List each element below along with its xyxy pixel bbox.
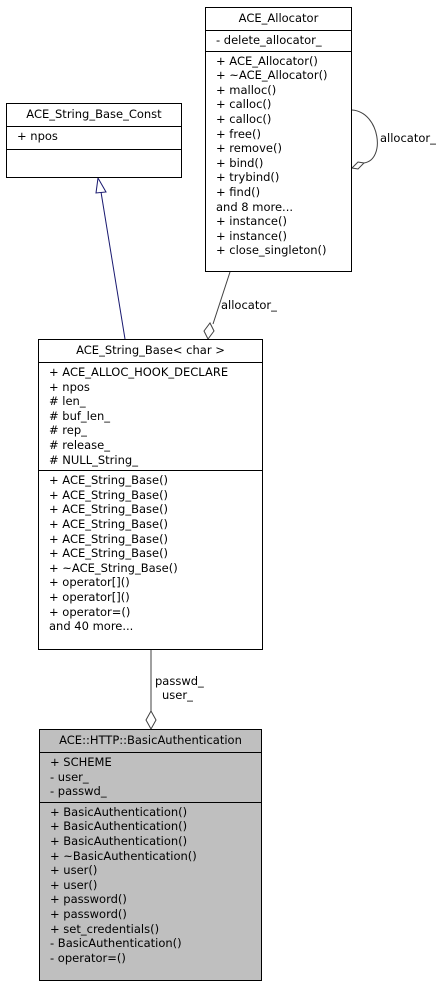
methods-section: + BasicAuthentication()+ BasicAuthentica… [40, 803, 261, 969]
method-item[interactable]: and 8 more... [216, 199, 294, 214]
self-association-edge [351, 109, 378, 164]
method-item[interactable]: + ACE_String_Base() [49, 546, 169, 561]
method-item[interactable]: + BasicAuthentication() [50, 804, 188, 819]
attribute-item[interactable]: # release_ [49, 437, 110, 452]
method-item[interactable]: + BasicAuthentication() [50, 833, 188, 848]
method-item[interactable]: + trybind() [216, 170, 280, 185]
method-item[interactable]: + BasicAuthentication() [50, 819, 188, 834]
method-item[interactable]: + user() [50, 877, 98, 892]
attribute-item[interactable]: # NULL_String_ [49, 452, 138, 467]
methods-section: + ACE_String_Base()+ ACE_String_Base()+ … [39, 471, 262, 637]
method-item[interactable]: and 40 more... [49, 619, 134, 634]
attributes-section: + ACE_ALLOC_HOOK_DECLARE+ npos# len_# bu… [39, 363, 262, 472]
attribute-item[interactable]: + SCHEME [50, 755, 112, 769]
method-item[interactable]: + ACE_String_Base() [49, 531, 169, 546]
attribute-item[interactable]: # rep_ [49, 423, 87, 438]
class-ace-string-base[interactable]: ACE_String_Base< char > + ACE_ALLOC_HOOK… [38, 339, 263, 650]
method-item[interactable]: + password() [50, 892, 127, 907]
class-basic-authentication[interactable]: ACE::HTTP::BasicAuthentication + SCHEME-… [39, 729, 262, 981]
attribute-item[interactable]: # len_ [49, 394, 86, 409]
method-item[interactable]: + operator[]() [49, 589, 130, 604]
method-item[interactable]: - operator=() [50, 950, 126, 965]
attributes-section: + npos [7, 127, 181, 150]
class-name: ACE_String_Base< char > [39, 340, 262, 363]
allocator-composition-edge [212, 271, 231, 325]
class-ace-string-base-const[interactable]: ACE_String_Base_Const + npos [6, 103, 182, 178]
method-item[interactable]: + operator[]() [49, 575, 130, 590]
attribute-item[interactable]: - user_ [50, 769, 89, 784]
method-item[interactable]: + bind() [216, 155, 264, 170]
method-item[interactable]: + ACE_String_Base() [49, 487, 169, 502]
method-item[interactable]: - BasicAuthentication() [50, 936, 182, 951]
methods-section [7, 150, 181, 155]
method-item[interactable]: + instance() [216, 214, 287, 229]
method-item[interactable]: + remove() [216, 141, 282, 156]
method-item[interactable]: + user() [50, 863, 98, 878]
method-item[interactable]: + ACE_Allocator() [216, 53, 318, 68]
attribute-item[interactable]: + npos [49, 379, 90, 394]
method-item[interactable]: + free() [216, 126, 261, 141]
inheritance-edge [100, 191, 126, 340]
passwd-label: passwd_ [155, 674, 204, 688]
attributes-section: + SCHEME- user_- passwd_ [40, 753, 261, 803]
self-association-diamond [350, 161, 366, 170]
method-item[interactable]: + calloc() [216, 97, 272, 112]
class-name: ACE::HTTP::BasicAuthentication [40, 730, 261, 753]
allocator-label: allocator_ [221, 298, 277, 312]
attribute-item[interactable]: - delete_allocator_ [216, 33, 322, 47]
method-item[interactable]: + malloc() [216, 82, 277, 97]
class-ace-allocator[interactable]: ACE_Allocator - delete_allocator_ + ACE_… [205, 7, 352, 272]
method-item[interactable]: + ~BasicAuthentication() [50, 848, 197, 863]
method-item[interactable]: + password() [50, 906, 127, 921]
method-item[interactable]: + operator=() [49, 604, 131, 619]
method-item[interactable]: + ~ACE_String_Base() [49, 560, 178, 575]
method-item[interactable]: + find() [216, 184, 261, 199]
method-item[interactable]: + ACE_String_Base() [49, 502, 169, 517]
credentials-composition-diamond [145, 709, 157, 731]
method-item[interactable]: + ACE_String_Base() [49, 473, 169, 488]
attribute-item[interactable]: + ACE_ALLOC_HOOK_DECLARE [49, 365, 229, 379]
attribute-item[interactable]: - passwd_ [50, 784, 107, 799]
inheritance-arrowhead [95, 176, 107, 194]
attribute-item[interactable]: # buf_len_ [49, 408, 110, 423]
class-name: ACE_String_Base_Const [7, 104, 181, 127]
user-label: user_ [162, 688, 193, 702]
self-association-label: allocator_ [380, 131, 436, 145]
method-item[interactable]: + instance() [216, 228, 287, 243]
method-item[interactable]: + close_singleton() [216, 243, 327, 258]
attribute-item[interactable]: + npos [17, 129, 58, 143]
attributes-section: - delete_allocator_ [206, 31, 351, 52]
allocator-composition-diamond [203, 322, 215, 340]
method-item[interactable]: + set_credentials() [50, 921, 160, 936]
method-item[interactable]: + ~ACE_Allocator() [216, 68, 328, 83]
method-item[interactable]: + calloc() [216, 111, 272, 126]
methods-section: + ACE_Allocator()+ ~ACE_Allocator()+ mal… [206, 52, 351, 261]
class-name: ACE_Allocator [206, 8, 351, 31]
method-item[interactable]: + ACE_String_Base() [49, 516, 169, 531]
